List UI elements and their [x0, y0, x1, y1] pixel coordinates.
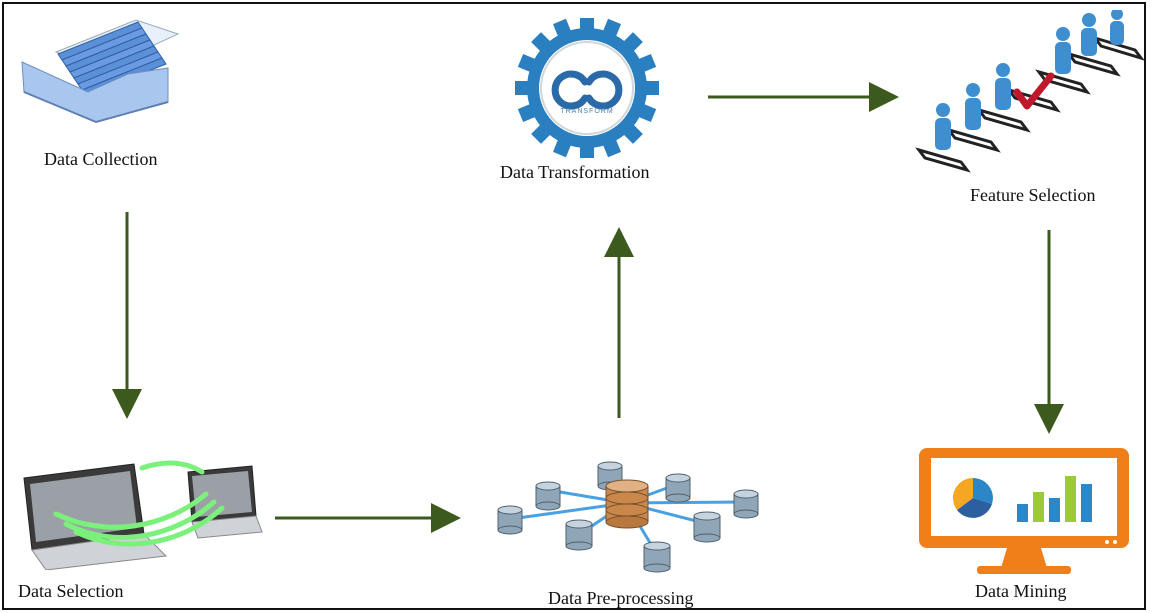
data-preprocessing-label: Data Pre-processing: [548, 588, 694, 608]
data-collection-label: Data Collection: [44, 149, 158, 169]
transform-badge-text: TRANSFORM: [560, 108, 614, 115]
data-selection-label: Data Selection: [18, 581, 124, 601]
feature-selection-icon: [915, 10, 1145, 173]
database-network-icon: [497, 461, 759, 573]
laptops-icon: [23, 460, 263, 570]
data-mining-label: Data Mining: [975, 581, 1067, 601]
monitor-chart-icon: [919, 448, 1129, 574]
data-transformation-label: Data Transformation: [500, 162, 650, 182]
folders-icon: [21, 19, 180, 124]
transform-gear-icon: TRANSFORM: [492, 18, 682, 158]
feature-selection-label: Feature Selection: [970, 185, 1096, 205]
